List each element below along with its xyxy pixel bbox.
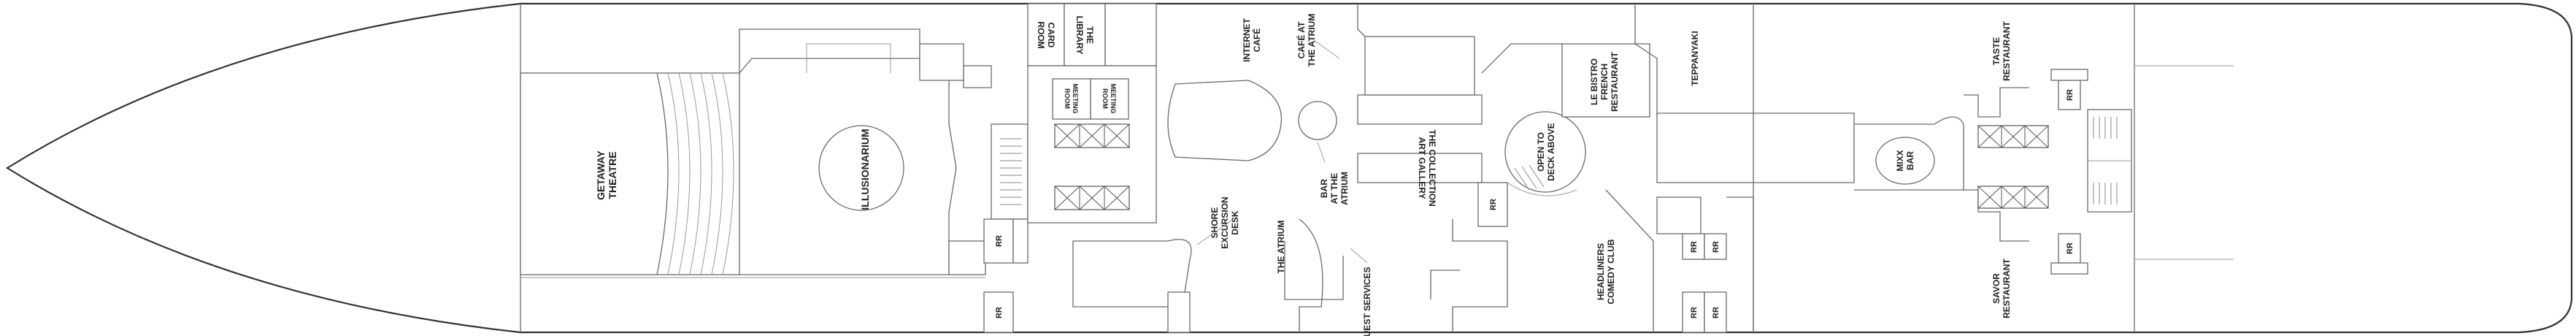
svg-text:MEETINGROOM: MEETINGROOM [1101,83,1117,113]
the-atrium-label: THE ATRIUM [1276,221,1286,274]
rr-label-forward-2: RR [995,307,1004,318]
ship-hull-outline [5,2,2573,334]
svg-text:SAVORRESTAURANT: SAVORRESTAURANT [1991,258,2012,318]
forward-stairwell [991,123,1029,220]
illusionarium-dome [818,125,904,211]
restroom-forward-2 [983,291,1014,333]
svg-text:MEETINGROOM: MEETINGROOM [1064,83,1079,113]
svg-text:RR: RR [1489,199,1498,210]
le-bistro-room [1561,43,1650,118]
theatre-label: GETAWAYTHEATRE [595,150,618,199]
midship-lower-zone [1430,196,1754,333]
restroom-aft-2 [2058,233,2081,264]
theatre-zone [520,28,992,275]
svg-text:RR: RR [1690,307,1699,318]
teppanyaki-label: TEPPANYAKI [1690,31,1700,85]
svg-text:MIXXBAR: MIXXBAR [1895,150,1915,171]
svg-text:GUEST SERVICES: GUEST SERVICES [1362,267,1372,336]
svg-text:LE BISTROFRENCHRESTAURANT: LE BISTROFRENCHRESTAURANT [1589,51,1620,111]
art-gallery-label: THE COLLECTIONART GALLERY [1417,129,1437,206]
card-room-label: CARDROOM [1036,21,1056,48]
restroom-forward-1 [983,218,1014,264]
svg-text:RR: RR [1690,241,1699,253]
shore-excursion-label: SHOREEXCURSIONDESK [1210,196,1240,248]
svg-text:THE ATRIUM: THE ATRIUM [1276,221,1286,274]
leader-lines [1196,39,1368,264]
internet-cafe-label: INTERNETCAFÉ [1242,18,1262,62]
rr-label-mid-3: RR [1690,307,1699,318]
guest-services-label: GUEST SERVICES [1362,267,1372,336]
rr-label-mid-1: RR [1690,241,1699,253]
rr-label-mid-2: RR [1712,241,1720,253]
svg-text:SHOREEXCURSIONDESK: SHOREEXCURSIONDESK [1210,196,1240,248]
atrium-zone [1072,4,1483,333]
atrium-void [1477,43,1654,332]
library-label: THELIBRARY [1074,16,1095,55]
svg-text:THE COLLECTIONART GALLERY: THE COLLECTIONART GALLERY [1417,129,1437,206]
savor-restaurant-label: SAVORRESTAURANT [1991,258,2012,318]
svg-text:CARDROOM: CARDROOM [1036,21,1056,48]
mixx-bar-oval [1875,137,1935,185]
svg-text:ILLUSIONARIUM: ILLUSIONARIUM [859,129,871,210]
svg-text:HEADLINERSCOMEDY CLUB: HEADLINERSCOMEDY CLUB [1596,239,1616,304]
le-bistro-label: LE BISTROFRENCHRESTAURANT [1589,51,1620,111]
svg-text:OPEN TODECK ABOVE: OPEN TODECK ABOVE [1536,123,1556,181]
rr-label-bistro: RR [1489,199,1498,210]
svg-text:RR: RR [1712,241,1720,253]
mixx-bar-label: MIXXBAR [1895,150,1915,171]
svg-text:RR: RR [995,235,1004,247]
aft-dining-zone [1656,69,2132,275]
svg-text:INTERNETCAFÉ: INTERNETCAFÉ [1242,18,1262,62]
svg-text:THELIBRARY: THELIBRARY [1074,16,1095,55]
open-deck-above-label: OPEN TODECK ABOVE [1536,123,1556,181]
rr-label-aft-1: RR [2066,89,2075,101]
svg-text:BARAT THEATRIUM: BARAT THEATRIUM [1319,172,1350,205]
structural-walls [520,4,2234,332]
svg-text:TASTERESTAURANT: TASTERESTAURANT [1991,20,2012,80]
svg-text:RR: RR [995,307,1004,318]
taste-restaurant-label: TASTERESTAURANT [1991,20,2012,80]
rr-label-mid-4: RR [1712,307,1720,318]
svg-text:RR: RR [2066,243,2075,254]
svg-text:RR: RR [1712,307,1720,318]
headliners-label: HEADLINERSCOMEDY CLUB [1596,239,1616,304]
cafe-at-atrium-label: CAFÉ ATTHE ATRIUM [1296,14,1317,67]
svg-text:GETAWAYTHEATRE: GETAWAYTHEATRE [595,150,618,199]
restroom-mid-2 [1704,233,1727,260]
svg-text:TEPPANYAKI: TEPPANYAKI [1690,31,1700,85]
restroom-mid-4 [1704,291,1727,333]
atrium-lounge-shape [1167,80,1283,161]
rr-label-forward-1: RR [995,235,1004,247]
meeting-room-label-1: MEETINGROOM [1064,83,1079,113]
meeting-room-label-2: MEETINGROOM [1101,83,1117,113]
illusionarium-label: ILLUSIONARIUM [859,129,871,210]
svg-text:RR: RR [2066,89,2075,101]
atrium-bar-round [1298,101,1337,140]
rr-label-aft-2: RR [2066,243,2075,254]
svg-text:CAFÉ ATTHE ATRIUM: CAFÉ ATTHE ATRIUM [1296,14,1317,67]
bar-at-atrium-label: BARAT THEATRIUM [1319,172,1350,205]
meeting-zone [1027,3,1157,224]
